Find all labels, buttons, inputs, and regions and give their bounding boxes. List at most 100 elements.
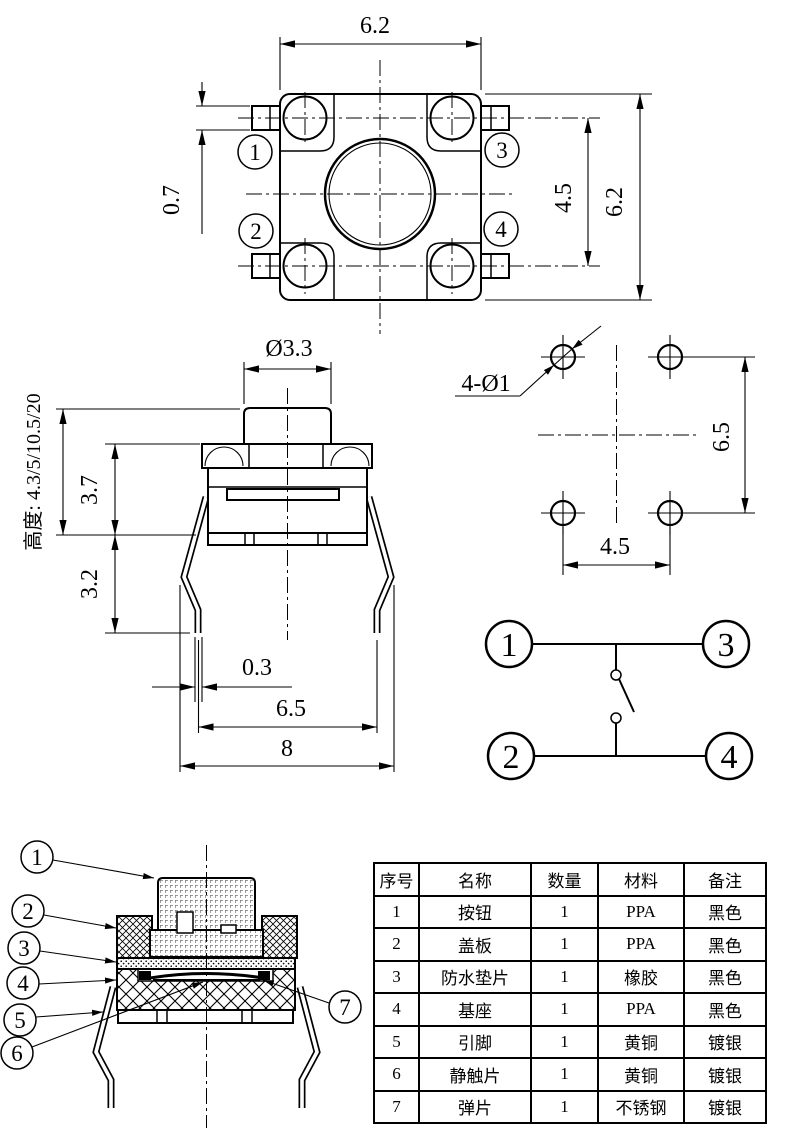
- bom-cell: 橡胶: [597, 959, 685, 994]
- dim-leg-span: 6.5: [197, 640, 378, 733]
- bom-table-grid: 序号 名称 数量 材料 备注 1 按钮 1 PPA 黑色 2 盖板 1 PPA …: [373, 862, 767, 1124]
- dim-label-3-7: 3.7: [77, 475, 103, 505]
- balloon-6-label: 6: [11, 1041, 23, 1066]
- bom-row-5: 5 引脚 1 黄铜 镀银: [373, 1024, 767, 1059]
- balloon-5: 5: [3, 1003, 104, 1037]
- bom-cell: 2: [373, 927, 420, 962]
- dim-overall-width: 8: [179, 585, 395, 772]
- bom-header-name: 名称: [418, 862, 532, 897]
- schematic-terminal-4: 4: [704, 731, 754, 781]
- corner-block-br: [426, 242, 480, 299]
- bom-cell: 6: [373, 1057, 420, 1092]
- section-cover-right: [261, 915, 298, 959]
- bom-cell: 防水垫片: [418, 959, 532, 994]
- dim-leg-tip: 0.3: [152, 637, 292, 702]
- switch-contact-top: [610, 669, 622, 681]
- bom-cell: PPA: [597, 894, 685, 929]
- corner-block-tl: [281, 95, 335, 152]
- pcb-dim-horizontal: 4.5: [562, 527, 671, 575]
- section-stem-skirt: [149, 929, 264, 958]
- bom-cell: 黄铜: [597, 1024, 685, 1059]
- section-cover-left: [116, 915, 153, 959]
- schematic-terminal-2: 2: [486, 731, 536, 781]
- section-contact-block-left: [139, 971, 151, 980]
- top-view: 6.2 4.5 6.2 0.7 1 2 3: [159, 13, 652, 334]
- dim-label-stem-diameter: Ø3.3: [265, 336, 312, 362]
- dim-label-4-5-pcb: 4.5: [600, 534, 630, 560]
- bom-cell: 1: [530, 992, 599, 1027]
- circuit-schematic: 1 3 2 4: [484, 619, 754, 781]
- bom-row-7: 7 弹片 1 不锈钢 镀银: [373, 1089, 767, 1124]
- schematic-terminal-1-label: 1: [501, 627, 518, 664]
- corner-block-tr: [426, 95, 480, 152]
- cross-section-view: 1 2 3 4 5 6 7: [0, 840, 362, 1128]
- section-stem-slot-right: [220, 924, 237, 934]
- bom-cell: 镀银: [683, 1057, 767, 1092]
- bom-cell: 1: [530, 1057, 599, 1092]
- pcb-layout: 4-Ø1 6.5 4.5: [455, 325, 755, 575]
- balloon-7: 7: [262, 979, 362, 1024]
- pcb-dim-vertical: 6.5: [685, 356, 755, 514]
- bom-cell: PPA: [597, 992, 685, 1027]
- pin-number-4-label: 4: [495, 217, 507, 242]
- balloon-4: 4: [6, 966, 117, 1000]
- dim-leg-height: 3.2: [77, 535, 190, 634]
- bom-cell: 按钮: [418, 894, 532, 929]
- dim-label-3-2: 3.2: [77, 569, 103, 599]
- dim-label-6-2-right: 6.2: [602, 187, 628, 217]
- base-recess: [226, 488, 340, 501]
- schematic-terminal-3-label: 3: [718, 627, 735, 664]
- balloon-2-label: 2: [22, 899, 34, 924]
- pin-number-4: 4: [483, 211, 519, 247]
- bom-cell: 4: [373, 992, 420, 1027]
- bom-header-remark: 备注: [683, 862, 767, 897]
- pcb-hole-callout: 4-Ø1: [455, 325, 602, 397]
- bom-cell: 静触片: [418, 1057, 532, 1092]
- pin-number-2-label: 2: [250, 219, 262, 244]
- bom-cell: 基座: [418, 992, 532, 1027]
- section-strip-notch-left: [156, 1009, 168, 1024]
- dim-body-height: 3.7: [77, 443, 200, 535]
- section-contact-block-right: [258, 971, 270, 980]
- balloon-1-label: 1: [31, 845, 43, 870]
- schematic-terminal-1: 1: [484, 619, 534, 669]
- schematic-terminal-3: 3: [701, 619, 751, 669]
- bom-cell: 盖板: [418, 927, 532, 962]
- pcb-hole-2: [648, 335, 692, 379]
- bom-cell: 黄铜: [597, 1057, 685, 1092]
- switch-arm: [618, 678, 635, 713]
- bom-cell: 1: [530, 927, 599, 962]
- schematic-terminal-4-label: 4: [721, 739, 738, 776]
- dim-label-4-5-right: 4.5: [551, 183, 577, 213]
- pin-number-2: 2: [238, 213, 274, 249]
- bom-cell: 镀银: [683, 1089, 767, 1124]
- bom-cell: 1: [530, 959, 599, 994]
- section-bottom-strip: [117, 1009, 294, 1024]
- bom-table: 序号 名称 数量 材料 备注 1 按钮 1 PPA 黑色 2 盖板 1 PPA …: [373, 862, 767, 1124]
- section-right-leg-fill: [298, 986, 319, 1108]
- bom-header-row: 序号 名称 数量 材料 备注: [373, 862, 767, 897]
- bom-cell: 1: [530, 894, 599, 929]
- bom-cell: 黑色: [683, 927, 767, 962]
- bom-cell: 1: [373, 894, 420, 929]
- dim-label-0-3: 0.3: [242, 655, 272, 681]
- dim-label-8: 8: [281, 736, 293, 762]
- dim-height-note: 高度: 4.3/5/10.5/20: [22, 393, 240, 551]
- dim-label-0-7: 0.7: [159, 185, 185, 215]
- bom-cell: 5: [373, 1024, 420, 1059]
- balloon-5-label: 5: [14, 1008, 26, 1033]
- right-leg-fill: [367, 496, 393, 633]
- section-stem-slot-left: [176, 911, 194, 934]
- section-strip-notch-right: [241, 1009, 253, 1024]
- bom-row-6: 6 静触片 1 黄铜 镀银: [373, 1057, 767, 1092]
- side-view: Ø3.3 高度: 4.3/5/10.5/20 3.7 3.2 0.3: [22, 336, 395, 772]
- bottom-strip-notch-left: [244, 532, 255, 546]
- bom-cell: 1: [530, 1024, 599, 1059]
- bom-cell: 黑色: [683, 894, 767, 929]
- bom-row-1: 1 按钮 1 PPA 黑色: [373, 894, 767, 929]
- bom-row-2: 2 盖板 1 PPA 黑色: [373, 927, 767, 962]
- balloon-2: 2: [11, 894, 117, 930]
- switch-contact-bottom: [610, 712, 622, 724]
- flange-dome-left: [204, 446, 244, 467]
